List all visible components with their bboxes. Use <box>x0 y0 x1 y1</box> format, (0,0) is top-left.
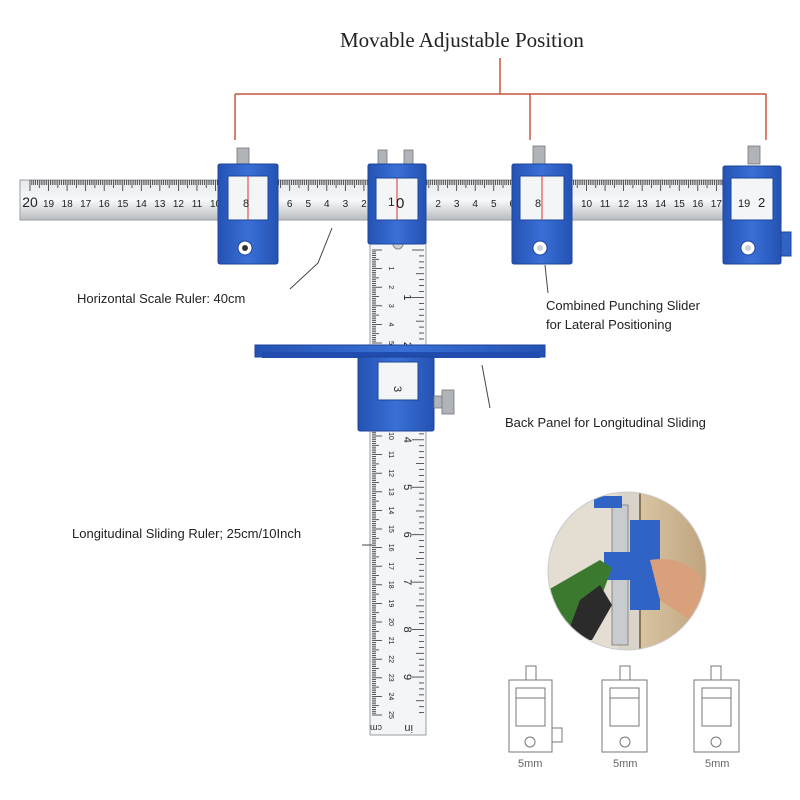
horizontal-ruler-label: Horizontal Scale Ruler: 40cm <box>77 291 246 306</box>
longitudinal-ruler-label: Longitudinal Sliding Ruler; 25cm/10Inch <box>72 526 302 541</box>
back-panel: 3 <box>254 344 546 432</box>
h-number: 13 <box>637 199 649 210</box>
v-number-cm: 15 <box>387 525 394 533</box>
v-number-cm: 17 <box>387 562 394 570</box>
h-number: 11 <box>192 199 203 210</box>
h-number: 11 <box>600 199 611 210</box>
diagram-size-3: 5mm <box>705 758 730 770</box>
h-number: 15 <box>674 199 686 210</box>
diagram-size-1: 5mm <box>518 758 543 770</box>
v-number-in: 7 <box>401 579 413 585</box>
svg-text:3: 3 <box>391 386 403 392</box>
v-number-cm: 24 <box>387 693 394 701</box>
svg-text:1: 1 <box>388 195 395 209</box>
h-number: 17 <box>711 199 723 210</box>
end-punch-slider: 19 2 <box>722 145 792 265</box>
v-number-cm: 21 <box>387 637 394 645</box>
back-panel-label: Back Panel for Longitudinal Sliding <box>505 415 706 430</box>
v-number-cm: 3 <box>387 304 394 308</box>
v-number-cm: 18 <box>387 581 394 589</box>
punch-slider-label-line1: Combined Punching Slider <box>546 298 700 313</box>
v-number-in: 9 <box>401 674 413 680</box>
unit-in-label: in <box>404 722 413 734</box>
h-number: 5 <box>305 199 311 210</box>
h-number: 3 <box>343 199 349 210</box>
h-number: 20 <box>22 194 38 210</box>
v-number-in: 6 <box>401 532 413 538</box>
unit-cm-label: cm <box>370 723 382 733</box>
v-number-cm: 19 <box>387 600 394 608</box>
v-number-cm: 25 <box>387 711 394 719</box>
v-number-in: 4 <box>401 437 413 443</box>
usage-photo-frame <box>547 491 707 651</box>
v-number-cm: 11 <box>387 451 394 458</box>
longitudinal-ruler-numbers: 1234567891011121314151617181920212223242… <box>387 267 413 719</box>
v-number-cm: 12 <box>387 469 394 477</box>
center-slider: 1 0 <box>367 149 427 245</box>
left-punch-slider: 8 <box>217 147 279 265</box>
v-number-in: 5 <box>401 484 413 490</box>
svg-text:8: 8 <box>243 198 249 210</box>
v-number-cm: 13 <box>387 488 394 496</box>
v-number-cm: 16 <box>387 544 394 552</box>
v-number-cm: 4 <box>387 322 394 326</box>
position-bracket <box>234 58 767 140</box>
usage-photo <box>548 492 706 650</box>
v-number-in: 8 <box>401 627 413 633</box>
h-number: 15 <box>117 199 129 210</box>
h-number: 2 <box>435 199 441 210</box>
h-number: 5 <box>491 199 497 210</box>
h-number: 6 <box>287 199 293 210</box>
diagram-size-2: 5mm <box>613 758 638 770</box>
svg-text:19: 19 <box>738 198 750 210</box>
v-number-cm: 23 <box>387 674 394 682</box>
svg-text:2: 2 <box>758 195 765 210</box>
combined-punch-slider: 8 <box>511 145 573 265</box>
h-number: 13 <box>154 199 166 210</box>
h-number: 4 <box>324 199 330 210</box>
h-number: 19 <box>43 199 55 210</box>
v-number-cm: 22 <box>387 655 394 663</box>
h-number: 18 <box>62 199 74 210</box>
punch-slider-label-line2: for Lateral Positioning <box>546 317 672 332</box>
h-number: 14 <box>136 199 148 210</box>
svg-text:8: 8 <box>535 198 541 210</box>
h-number: 2 <box>361 199 367 210</box>
h-number: 16 <box>99 199 111 210</box>
longitudinal-ruler: 1234567891011121314151617181920212223242… <box>369 238 427 736</box>
v-number-cm: 5 <box>387 341 394 345</box>
leader-lines <box>289 227 549 546</box>
h-number: 10 <box>210 199 222 210</box>
svg-text:0: 0 <box>396 195 404 212</box>
h-number: 12 <box>618 199 630 210</box>
h-number: 10 <box>581 199 593 210</box>
v-number-cm: 10 <box>387 432 394 440</box>
h-number: 4 <box>472 199 478 210</box>
slider-diagram-1 <box>508 665 563 753</box>
h-number: 3 <box>454 199 460 210</box>
h-number: 12 <box>173 199 185 210</box>
v-number-in: 1 <box>401 294 413 300</box>
h-number: 14 <box>655 199 667 210</box>
v-number-cm: 2 <box>387 285 394 289</box>
h-number: 17 <box>80 199 92 210</box>
v-number-cm: 1 <box>387 267 394 271</box>
v-number-cm: 20 <box>387 618 394 626</box>
diagram-title: Movable Adjustable Position <box>340 28 584 52</box>
slider-diagram-3 <box>693 665 740 753</box>
slider-diagram-2 <box>601 665 648 753</box>
h-number: 16 <box>692 199 704 210</box>
v-number-cm: 14 <box>387 507 394 515</box>
